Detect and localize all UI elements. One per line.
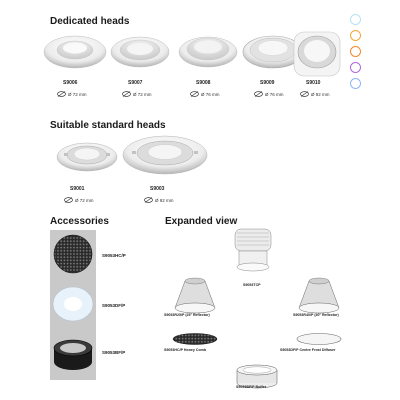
cutout-icon <box>64 197 73 203</box>
standard-head-spec: Ø 72 mm <box>64 197 94 203</box>
head-s9006-image <box>43 35 107 69</box>
reflector-40-image <box>298 277 340 314</box>
diffuser-icon <box>52 286 94 322</box>
dedicated-head-diameter: Ø 72 mm <box>68 91 87 97</box>
dedicated-head-spec: Ø 92 mm <box>300 91 330 97</box>
accessory-code: S9053HC/P <box>102 253 126 258</box>
dedicated-head-code: S9007 <box>128 80 143 86</box>
color-swatch-2[interactable] <box>350 30 361 41</box>
label-diffuser: S9053DF/P Centre Frost Diffuser <box>280 348 336 352</box>
dedicated-head-spec: Ø 76 mm <box>254 91 284 97</box>
dedicated-head-spec: Ø 76 mm <box>190 91 220 97</box>
standard-head-spec: Ø 92 mm <box>144 197 174 203</box>
accessories-images <box>50 230 96 380</box>
dedicated-head-diameter: Ø 72 mm <box>133 91 152 97</box>
dedicated-head-spec: Ø 72 mm <box>57 91 87 97</box>
dedicated-head-code: S9008 <box>196 80 211 86</box>
reflector-25-image <box>174 277 216 314</box>
label-top-unit: S9053TCP <box>243 283 261 287</box>
label-honeycomb: S9053HC/P Honey Comb <box>164 348 207 352</box>
dedicated-head-code: S9009 <box>260 80 275 86</box>
label-buffer: S9053BF/P Buffer <box>236 385 267 389</box>
dedicated-head-diameter: Ø 76 mm <box>265 91 284 97</box>
top-unit-image <box>234 228 272 272</box>
color-swatch-5[interactable] <box>350 78 361 89</box>
standard-head-code: S9001 <box>70 186 85 192</box>
cutout-icon <box>254 91 263 97</box>
standard-head-diameter: Ø 72 mm <box>75 197 94 203</box>
color-swatch-3[interactable] <box>350 46 361 57</box>
head-s9001-image <box>56 142 118 172</box>
dedicated-head-diameter: Ø 92 mm <box>311 91 330 97</box>
accessory-code: S9053BF/P <box>102 350 126 355</box>
accessory-code: S9053DF/P <box>102 303 126 308</box>
dedicated-head-code: S9010 <box>306 80 321 86</box>
honeycomb-icon <box>53 234 93 274</box>
section-title-standard-heads: Suitable standard heads <box>50 120 166 131</box>
standard-head-diameter: Ø 92 mm <box>155 197 174 203</box>
color-swatch-4[interactable] <box>350 62 361 73</box>
section-title-accessories: Accessories <box>50 216 109 227</box>
head-s9010-image <box>293 31 341 77</box>
diffuser-disc-image <box>296 333 342 345</box>
head-s9008-image <box>178 36 238 68</box>
standard-head-code: S9003 <box>150 186 165 192</box>
cutout-icon <box>300 91 309 97</box>
honeycomb-disc-image <box>172 333 218 345</box>
dedicated-heads-images <box>43 31 341 77</box>
cutout-icon <box>190 91 199 97</box>
buffer-image <box>236 364 278 389</box>
dedicated-head-code: S9006 <box>63 80 78 86</box>
section-title-dedicated-heads: Dedicated heads <box>50 16 130 27</box>
label-reflector-40: S9053R40/P (40° Reflector) <box>293 313 339 317</box>
buffer-ring-icon <box>53 339 93 370</box>
section-title-expanded-view: Expanded view <box>165 216 238 227</box>
color-swatch-1[interactable] <box>350 14 361 25</box>
cutout-icon <box>122 91 131 97</box>
dedicated-head-spec: Ø 72 mm <box>122 91 152 97</box>
cutout-icon <box>57 91 66 97</box>
dedicated-head-diameter: Ø 76 mm <box>201 91 220 97</box>
label-reflector-25: S9053R25/P (25° Reflector) <box>164 313 210 317</box>
expanded-view-diagram <box>172 228 342 389</box>
cutout-icon <box>144 197 153 203</box>
head-s9003-image <box>122 135 208 175</box>
head-s9007-image <box>110 36 170 68</box>
standard-heads-images <box>56 135 208 175</box>
head-s9009-image <box>242 35 304 69</box>
